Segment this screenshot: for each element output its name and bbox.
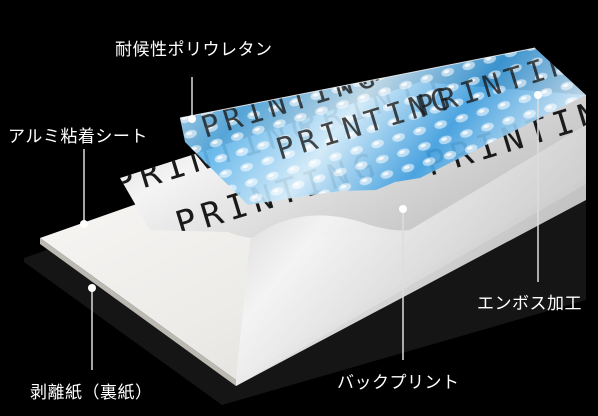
leader-dot-release bbox=[88, 284, 96, 292]
leader-dot-polyurethane bbox=[188, 115, 196, 123]
leader-dot-aluminum bbox=[80, 220, 88, 228]
leader-dots bbox=[80, 91, 542, 292]
label-aluminum-sheet: アルミ粘着シート bbox=[8, 127, 148, 147]
leader-dot-backprint bbox=[399, 205, 407, 213]
label-release-paper: 剥離紙（裏紙） bbox=[30, 383, 153, 403]
label-embossed: エンボス加工 bbox=[477, 294, 582, 314]
label-backprint: バックプリント bbox=[337, 373, 460, 393]
leader-lines bbox=[83, 77, 539, 370]
leader-dot-embossed bbox=[534, 91, 542, 99]
label-polyurethane: 耐候性ポリウレタン bbox=[115, 40, 273, 60]
